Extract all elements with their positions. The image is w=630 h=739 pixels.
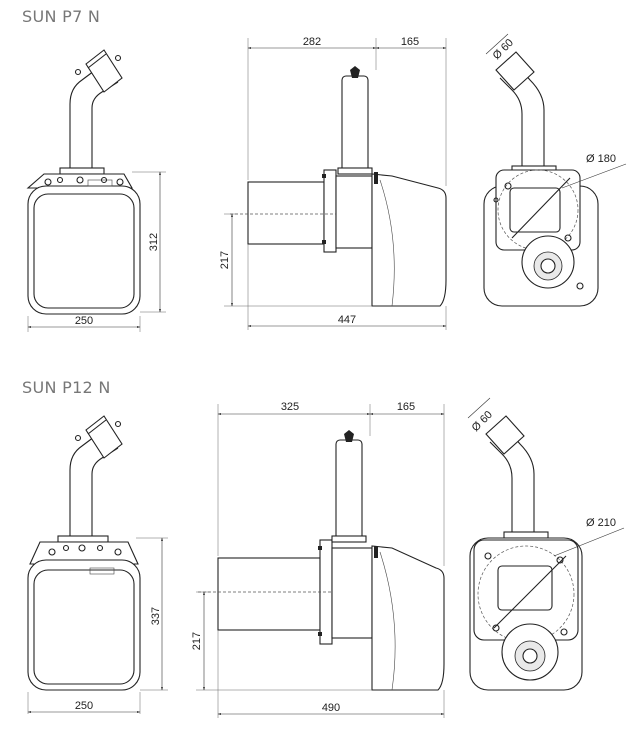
dim-flange-diameter: Ø 180 bbox=[586, 153, 616, 165]
leader-line bbox=[485, 33, 509, 55]
dim-side-right: 165 bbox=[401, 36, 419, 48]
dim-front-width: 250 bbox=[75, 700, 93, 712]
dim-side-length: 447 bbox=[338, 314, 356, 326]
leader-line bbox=[561, 163, 627, 189]
side-view bbox=[230, 66, 447, 307]
model-title: SUN P12 N bbox=[22, 378, 111, 397]
model-sun-p7n: SUN P7 N 250 bbox=[22, 7, 627, 332]
leader-line bbox=[467, 397, 491, 419]
dim-side-right: 165 bbox=[397, 401, 415, 413]
front-view bbox=[27, 415, 141, 691]
dim-side-left: 282 bbox=[303, 36, 321, 48]
dim-side-height: 217 bbox=[219, 251, 231, 269]
model-sun-p12n: SUN P12 N 250 337 bbox=[22, 378, 625, 718]
rear-view bbox=[483, 51, 599, 307]
model-title: SUN P7 N bbox=[22, 7, 100, 26]
leader-line bbox=[553, 527, 625, 557]
dim-side-length: 490 bbox=[322, 702, 340, 714]
dim-flange-diameter: Ø 210 bbox=[586, 517, 616, 529]
rear-view bbox=[469, 415, 583, 691]
dim-front-width: 250 bbox=[75, 315, 93, 327]
side-view bbox=[198, 430, 445, 691]
dim-front-height: 312 bbox=[148, 233, 160, 251]
dim-side-height: 217 bbox=[191, 632, 203, 650]
dim-front-height: 337 bbox=[150, 607, 162, 625]
dim-side-left: 325 bbox=[281, 401, 299, 413]
front-view bbox=[26, 49, 141, 315]
